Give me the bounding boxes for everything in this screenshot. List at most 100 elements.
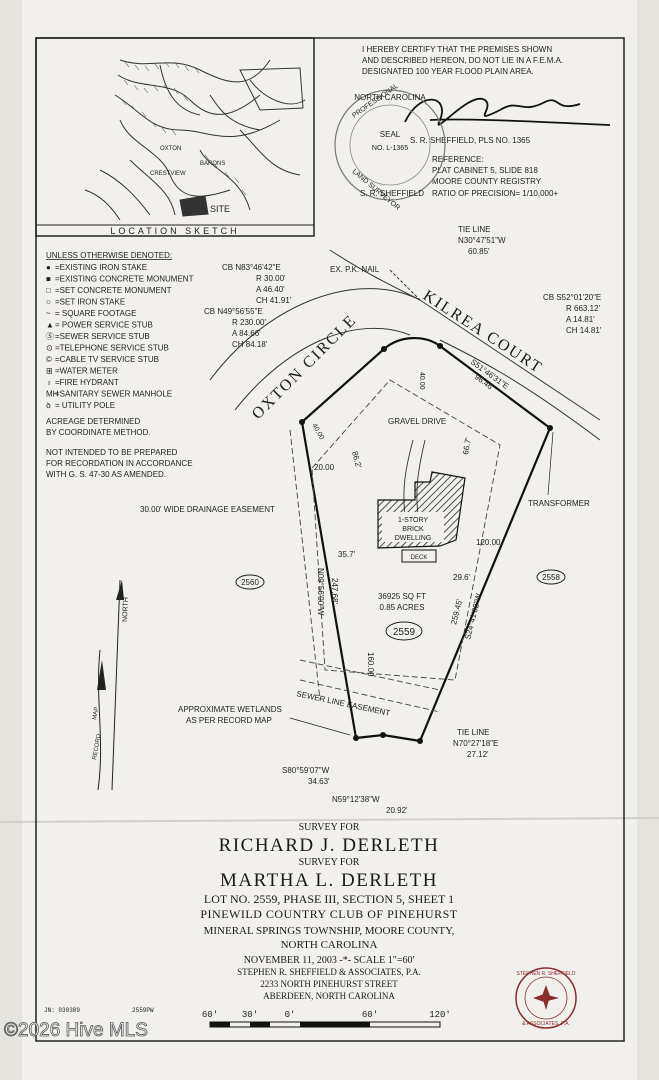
seal-center: SEAL [380,130,401,139]
survey-for-1: SURVEY FOR [299,822,360,833]
tie-bottom-3: 27.12' [467,750,489,759]
survey-for-2: SURVEY FOR [299,857,360,868]
location-street-barons: BARONS [200,161,225,167]
legend-item-label: =CABLE TV SERVICE STUB [55,355,159,364]
title-block: SURVEY FOR RICHARD J. DERLETH SURVEY FOR… [44,822,577,1029]
map-label: MAP [92,706,100,720]
lot-acres: 0.85 ACRES [380,603,425,612]
stamp-top: STEPHEN R. SHEFFIELD [517,971,576,977]
certification-block: I HEREBY CERTIFY THAT THE PREMISES SHOWN… [362,45,611,198]
legend-item-label: =SET CONCRETE MONUMENT [55,286,172,295]
sw-distance: 34.63' [308,777,330,786]
legend-symbol-icon: ♁ [46,378,52,387]
curve-right-3: A 14.81' [566,315,595,324]
legend-item-label: =EXISTING CONCRETE MONUMENT [55,275,194,284]
legend-item-label: = UTILITY POLE [55,401,115,410]
legend-note-2: FOR RECORDATION IN ACCORDANCE [46,459,193,468]
dwelling-label-1: 1-STORY [398,517,428,524]
location-sketch-title: LOCATION SKETCH [110,226,239,236]
cert-plat: PLAT CABINET 5, SLIDE 818 [432,166,538,175]
legend-item-label: =WATER METER [55,367,118,376]
location-street-oxton: OXTON [160,146,181,152]
date-scale: NOVEMBER 11, 2003 -*- SCALE 1"=60' [244,955,415,966]
legend-symbol-icon: ● [46,263,51,272]
drainage-easement-label: 30.00' WIDE DRAINAGE EASEMENT [140,505,275,514]
sw-bearing: S80°59'07"W [282,766,330,775]
seal-number: NO. L-1365 [372,145,408,152]
west-bearing: N09°56'00"W [316,568,325,616]
scale-bar: 60' 30' 0' 60' 120' [202,1010,451,1028]
stamp-bottom: & ASSOCIATES, P.A. [522,1021,570,1027]
s-bearing: N59°12'38"W [332,795,380,804]
cert-registry: MOORE COUNTY REGISTRY [432,177,542,186]
dim-120: 120.00 [476,538,501,547]
tie-top-2: N30°47'51"W [458,236,506,245]
scale-label-4: 120' [429,1010,451,1020]
scale-label-0: 60' [202,1010,218,1020]
dim-35: 35.7' [338,550,356,559]
curve-left-2: R 30.00' [256,274,286,283]
legend-symbol-icon: ○ [46,298,51,307]
tie-top-1: TIE LINE [458,225,490,234]
sheet-border [35,37,625,1042]
legend-symbol-icon: □ [46,286,51,295]
record-label: RECORD [92,733,103,760]
legend-symbol-icon: ■ [46,275,51,284]
curve-left-3: A 46.40' [256,285,285,294]
tie-top-3: 60.85' [468,247,490,256]
legend-item-label: =SEWER SERVICE STUB [55,332,150,341]
dim-160: 160.00 [366,652,375,677]
deck-label: DECK [411,555,428,561]
dwelling-label-2: BRICK [402,526,424,533]
legend-symbol-icon: ▲ [46,321,54,330]
setback-40-top: 40.00 [418,372,425,390]
legend-symbol-icon: Ⓢ [46,332,54,341]
lot-2560: 2560 [241,578,259,587]
lot-description: LOT NO. 2559, PHASE III, SECTION 5, SHEE… [204,892,454,906]
lot-boundary [289,337,553,744]
legend-acreage-1: ACREAGE DETERMINED [46,417,140,426]
client-name-2: MARTHA L. DERLETH [220,870,438,891]
wetlands-2: AS PER RECORD MAP [186,716,272,725]
legend-item-label: =SET IRON STAKE [55,298,125,307]
legend-symbol-icon: ꝺ [46,401,51,410]
legend: UNLESS OTHERWISE DENOTED: ●=EXISTING IRO… [46,251,194,479]
curve-right-2: R 663.12' [566,304,600,313]
curve-mid-2: R 230.00' [232,318,266,327]
location-site-label: SITE [210,204,230,214]
location-sketch: SITE OXTON BARONS CRESTVIEW LOCATION SKE… [35,37,315,237]
scale-label-1: 30' [242,1010,258,1020]
tie-bottom-1: TIE LINE [457,728,489,737]
lot-sqft: 36925 SQ FT [378,592,426,601]
firm-city: ABERDEEN, NORTH CAROLINA [263,991,395,1001]
setback-20: 20.00 [314,463,335,472]
dwelling-footprint: 1-STORY BRICK DWELLING DECK [377,471,466,563]
curve-right-4: CH 14.81' [566,326,602,335]
firm-stamp: STEPHEN R. SHEFFIELD & ASSOCIATES, P.A. [515,967,577,1029]
legend-symbol-icon: ~ [46,309,51,318]
cert-reference-label: REFERENCE: [432,155,484,164]
legend-acreage-2: BY COORDINATE METHOD. [46,428,151,437]
legend-item-label: =FIRE HYDRANT [55,378,119,387]
firm-name: STEPHEN R. SHEFFIELD & ASSOCIATES, P.A. [237,967,421,977]
file-name: 2559PW [132,1007,154,1014]
legend-note-3: WITH G. S. 47-30 AS AMENDED. [46,470,166,479]
curve-left-4: CH 41.91' [256,296,292,305]
lot-2559: 2559 [393,627,416,638]
mls-watermark: ©2026 Hive MLS [4,1020,148,1041]
township: MINERAL SPRINGS TOWNSHIP, MOORE COUNTY, [204,925,455,937]
curve-mid-3: A 84.66' [232,329,261,338]
legend-item-label: =TELEPHONE SERVICE STUB [55,344,169,353]
dim-66: 66.7' [461,436,473,455]
seal-bottom: S. R. SHEFFIELD [360,189,424,198]
legend-symbol-icon: © [46,355,52,364]
north-arrow: NORTH RECORD MAP [92,579,130,791]
west-distance: 247.68' [330,578,339,604]
north-label: NORTH [122,597,130,622]
legend-symbol-icon: ⊞ [46,367,53,376]
state: NORTH CAROLINA [281,939,378,951]
club-name: PINEWILD COUNTRY CLUB OF PINEHURST [200,907,457,921]
curve-mid-1: CB N49°56'55"E [204,307,263,316]
